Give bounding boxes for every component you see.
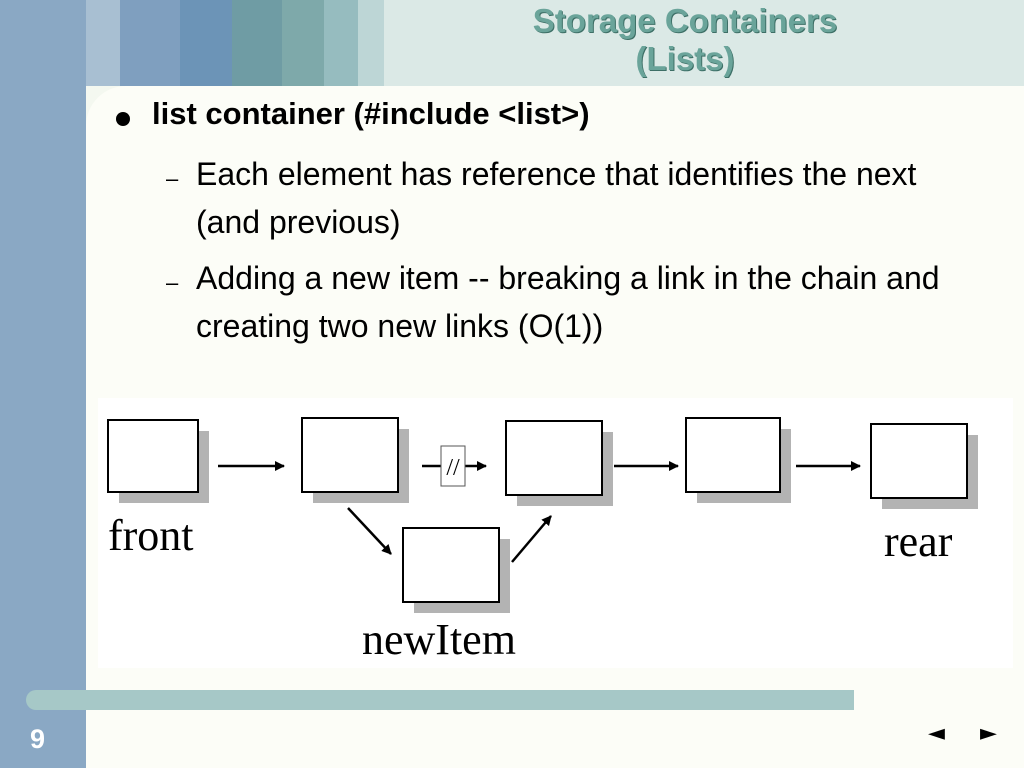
new-item-label: newItem [362,615,516,664]
front-label: front [108,511,194,560]
bullet-dot-icon [116,112,130,126]
slide-title-line-2: (Lists) [635,40,735,77]
dash-marker: – [166,166,179,191]
list-node-3 [505,420,613,506]
list-node-front [107,419,209,503]
header-stripe [282,0,324,86]
rear-label: rear [884,517,953,566]
dash-marker: – [166,270,179,295]
next-slide-icon[interactable]: ► [980,721,997,746]
header-stripe [180,0,232,86]
slide-title: Storage Containers (Lists) [420,2,950,78]
bottom-bar [26,690,854,710]
list-node-new-item [402,527,510,613]
subpoint-1: Each element has reference that identifi… [196,156,917,240]
header-stripe [358,0,384,86]
list-node-rear [870,423,978,509]
broken-link-box [440,445,466,487]
header-stripe [232,0,282,86]
header-stripe [86,0,120,86]
broken-link-mark: // [446,455,460,481]
link-arrow-to-new [347,507,392,555]
previous-slide-icon[interactable]: ◄ [928,721,945,746]
slide-title-line-1: Storage Containers [532,2,838,39]
subpoint-2: Adding a new item -- breaking a link in … [196,260,940,344]
header-stripe [120,0,180,86]
header-stripe [324,0,358,86]
left-band [0,0,86,768]
list-node-4 [685,417,791,503]
page-number: 9 [30,724,46,754]
bullet-text: list container (#include <list>) [152,96,590,131]
list-node-2 [301,417,409,503]
link-arrow-from-new [511,515,552,563]
